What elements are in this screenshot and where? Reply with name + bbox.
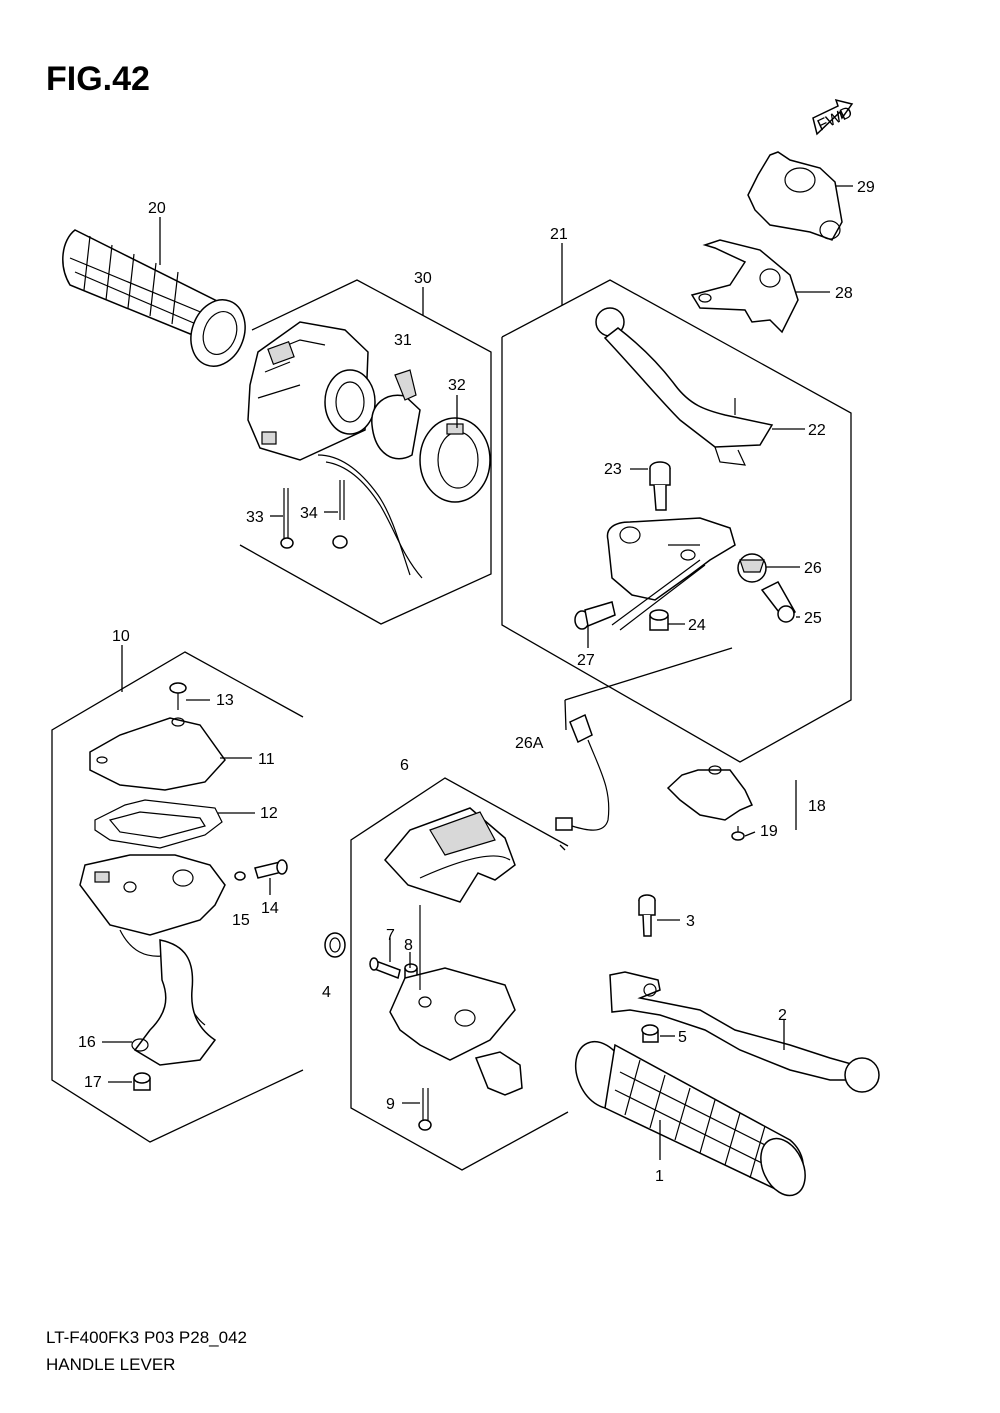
callout-28: 28 <box>835 285 853 302</box>
callout-22: 22 <box>808 422 826 439</box>
group-30-outline <box>239 279 492 625</box>
part-6-housing-upper[interactable] <box>384 807 516 903</box>
callout-4: 4 <box>322 984 331 1001</box>
part-23-bolt[interactable] <box>649 461 671 511</box>
part-32-collar[interactable] <box>419 417 491 503</box>
part-33-screw[interactable] <box>280 488 294 549</box>
part-12-gasket[interactable] <box>94 799 223 849</box>
callout-1: 1 <box>655 1168 664 1185</box>
callout-30: 30 <box>414 270 432 287</box>
callout-14: 14 <box>261 900 279 917</box>
callout-13: 13 <box>216 692 234 709</box>
callout-32: 32 <box>448 377 466 394</box>
part-26a-switch-wire[interactable] <box>555 647 733 851</box>
callout-11: 11 <box>258 751 275 768</box>
part-17-nut[interactable] <box>133 1072 151 1091</box>
callout-21: 21 <box>550 226 568 243</box>
part-6-housing-lower[interactable] <box>389 905 523 1096</box>
model-code: LT-F400FK3 P03 P28_042 <box>46 1328 247 1347</box>
callout-15: 15 <box>232 912 250 929</box>
part-7-screw[interactable] <box>369 957 401 980</box>
part-25-adjuster[interactable] <box>760 581 796 623</box>
callout-2: 2 <box>778 1007 787 1024</box>
part-31-switch-cover[interactable] <box>371 369 421 460</box>
group-21-outline <box>501 279 852 763</box>
part-24-nut[interactable] <box>649 609 669 631</box>
callout-6: 6 <box>400 757 409 774</box>
callout-33: 33 <box>246 509 264 526</box>
callout-17: 17 <box>84 1074 102 1091</box>
figure-title: FIG.42 <box>46 60 150 98</box>
part-4-ring[interactable] <box>324 932 346 958</box>
part-15-switch-base[interactable] <box>79 854 226 1026</box>
callout-25: 25 <box>804 610 822 627</box>
group-10-outline <box>51 651 304 1143</box>
callout-31: 31 <box>394 332 412 349</box>
callout-19: 19 <box>760 823 778 840</box>
callout-7: 7 <box>386 927 395 944</box>
callout-23: 23 <box>604 461 622 478</box>
callout-20: 20 <box>148 200 166 217</box>
callout-24: 24 <box>688 617 706 634</box>
callout-18: 18 <box>808 798 826 815</box>
callout-labels: 20 30 31 32 33 34 21 22 23 26 25 24 27 2… <box>78 179 875 1185</box>
part-16-wire-boot[interactable] <box>131 939 217 1066</box>
part-19-screw[interactable] <box>731 826 745 841</box>
diagram-caption: HANDLE LEVER <box>46 1355 176 1374</box>
callout-27: 27 <box>577 652 595 669</box>
part-11-cover[interactable] <box>89 717 226 791</box>
part-13-screw[interactable] <box>169 682 187 710</box>
fwd-arrow-icon: FWD <box>812 98 855 136</box>
callout-5: 5 <box>678 1029 687 1046</box>
callout-26: 26 <box>804 560 822 577</box>
part-9-screw[interactable] <box>418 1088 432 1131</box>
part-5-nut[interactable] <box>641 1024 659 1043</box>
part-27-bolt[interactable] <box>574 601 616 630</box>
part-34-screw[interactable] <box>332 480 348 549</box>
callout-16: 16 <box>78 1034 96 1051</box>
callout-10: 10 <box>112 628 130 645</box>
part-26-knob[interactable] <box>737 553 767 583</box>
part-14-screw[interactable] <box>234 859 288 881</box>
callout-12: 12 <box>260 805 278 822</box>
part-20-left-grip[interactable] <box>62 229 254 374</box>
part-29-cover[interactable] <box>747 151 843 241</box>
group-6-outline <box>350 777 569 1171</box>
callout-3: 3 <box>686 913 695 930</box>
part-1-right-grip[interactable] <box>565 1033 813 1203</box>
leader-lines <box>102 185 853 1160</box>
part-21-lever-bracket[interactable] <box>606 517 736 631</box>
callout-9: 9 <box>386 1096 395 1113</box>
callout-8: 8 <box>404 937 413 954</box>
callout-29: 29 <box>857 179 875 196</box>
part-18-switch-bracket[interactable] <box>666 765 797 830</box>
part-22-lever[interactable] <box>595 307 774 466</box>
callout-34: 34 <box>300 505 318 522</box>
part-3-bolt[interactable] <box>638 894 656 937</box>
callout-26a: 26A <box>515 735 544 752</box>
part-30-switch-housing[interactable] <box>247 321 423 579</box>
part-28-clamp[interactable] <box>690 239 799 334</box>
part-2-brake-lever[interactable] <box>609 971 880 1093</box>
